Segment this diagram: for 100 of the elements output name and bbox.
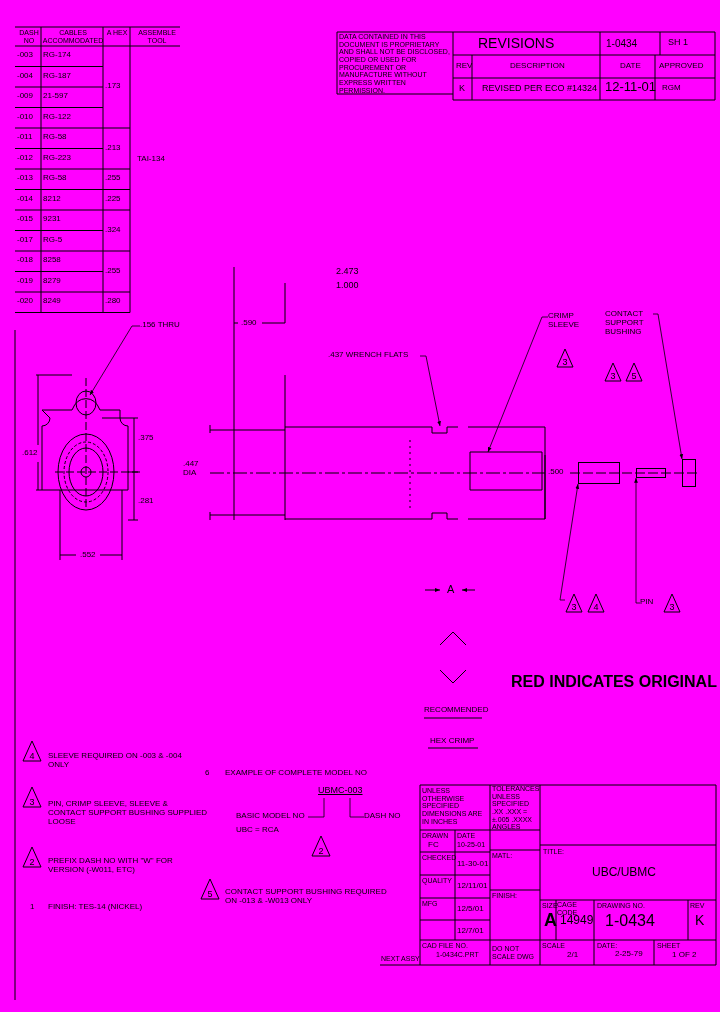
table-cell-text: .225 [105, 194, 122, 204]
table-cell-text: -003 [17, 51, 34, 60]
table-cell-text: -010 [17, 112, 34, 122]
callout-text: BASIC MODEL NO [236, 812, 308, 821]
note-text: RECOMMENDED [424, 706, 489, 715]
stamp-text: RED INDICATES ORIGINAL [511, 673, 717, 691]
table-cell-text: -020 [17, 297, 34, 306]
dimension-text: .500 [548, 468, 564, 477]
column-header: APPROVED [659, 62, 704, 71]
note-number: 1 [30, 903, 35, 912]
note-text: FINISH: TES-14 (NICKEL) [48, 903, 143, 912]
table-cell-text: -018 [17, 256, 34, 265]
note-flag: 3 [663, 593, 681, 613]
table-cell-text: 8249 [43, 297, 62, 306]
column-header: DATE [620, 62, 641, 71]
table-cell-text: -012 [17, 153, 34, 163]
callout-text: PIN [640, 598, 658, 607]
callout-text: .437 WRENCH FLATS [328, 351, 420, 360]
note-text: UBC = RCA [236, 826, 279, 835]
table-cell-text: 9231 [43, 215, 62, 224]
note-text: HEX CRIMP [430, 737, 475, 746]
dimension-text: .590 [241, 319, 257, 328]
dimension-text: 2.473 [336, 267, 359, 277]
table-cell-text: RG-5 [43, 235, 64, 245]
sleeve-drawing [578, 462, 620, 484]
tool-number: TAI-134 [137, 155, 165, 164]
table-cell-text: -017 [17, 235, 34, 245]
table-cell-text: .255 [105, 174, 122, 184]
field-value: 1-0434 [605, 912, 655, 930]
note-text: EXAMPLE OF COMPLETE MODEL NO [225, 769, 367, 778]
column-header: DESCRIPTION [510, 62, 565, 71]
dimension-text: .552 [80, 551, 96, 560]
table-cell-text: .173 [105, 82, 122, 91]
note-flag: 3 [565, 593, 583, 613]
callout-text: CONTACT SUPPORT BUSHING [605, 310, 653, 337]
note-flag: 2 [22, 846, 42, 868]
note-number: 6 [205, 769, 210, 778]
table-cell-text: .280 [105, 297, 122, 307]
pin-drawing [636, 468, 666, 478]
table-cell-text: 8212 [43, 194, 62, 204]
handwritten-date: 12/7/01 [457, 927, 484, 936]
callout-text: .156 THRU [140, 321, 186, 330]
field-value: K [695, 913, 705, 929]
table-cell-text: RG-58 [43, 133, 68, 142]
field-value: 2-25-79 [615, 950, 643, 959]
handwritten-date: 12/11/01 [457, 882, 488, 891]
table-cell-text: -015 [17, 215, 34, 224]
leader-line [349, 797, 365, 818]
table-cell-text: RG-223 [43, 153, 72, 163]
note-flag: 3 [556, 348, 574, 368]
table-cell-text: .213 [105, 143, 122, 153]
table-cell-text: RG-174 [43, 51, 72, 60]
sheet-number: SH 1 [668, 38, 688, 48]
revision-letter: K [459, 84, 465, 94]
field-value: FC [428, 841, 439, 850]
table-cell-text: 8279 [43, 276, 62, 286]
note-flag: 5 [625, 362, 643, 382]
dimension-text: .375 [138, 434, 154, 443]
note-flag: 3 [604, 362, 622, 382]
dimension-text: .612 [22, 449, 38, 458]
table-cell-text: RG-58 [43, 174, 68, 183]
model-number: UBMC-003 [318, 786, 364, 796]
table-cell-text: RG-187 [43, 71, 72, 81]
handwritten-initials: RGM [662, 84, 681, 93]
note-flag: 4 [22, 740, 42, 762]
bushing-drawing [682, 459, 696, 487]
field-value: 14949 [560, 914, 594, 928]
table-cell-text: -004 [17, 71, 34, 81]
table-cell-text: .324 [105, 225, 122, 235]
block-heading: REVISIONS [478, 36, 555, 52]
table-cell-text: -011 [17, 133, 34, 142]
table-cell-text: -019 [17, 276, 34, 286]
handwritten-date: 11-30-01 [457, 860, 489, 869]
revision-description: REVISED PER ECO #14324 [482, 84, 598, 94]
table-cell-text: -014 [17, 194, 34, 204]
handwritten-date: 12-11-01 [605, 80, 657, 95]
dimension-text: .281 [138, 497, 154, 506]
table-cell-text: -013 [17, 174, 34, 183]
note-flag: 3 [22, 786, 42, 808]
note-text: PIN, CRIMP SLEEVE, SLEEVE & CONTACT SUPPORT BUSHING SUPPLIED LOOSE [48, 800, 208, 827]
column-header: REV [456, 62, 473, 71]
dimension-text: 1.000 [336, 281, 359, 291]
section-label: A [447, 583, 455, 596]
table-cell-text: 21-597 [43, 92, 69, 101]
field-value: 1 OF 2 [672, 951, 697, 960]
note-text: SLEEVE REQUIRED ON -003 & -004 ONLY [48, 752, 183, 770]
drawing-title: UBC/UBMC [592, 866, 656, 880]
note-text: CONTACT SUPPORT BUSHING REQUIRED ON -013 & -W013 ONLY [225, 888, 388, 906]
note-flag: 5 [200, 878, 220, 900]
dimension-text: .447 DIA [183, 460, 200, 478]
note-flag: 4 [587, 593, 605, 613]
note-text: PREFIX DASH NO WITH "W" FOR VERSION (-W011, ETC) [48, 857, 174, 875]
callout-text: CRIMP SLEEVE [548, 312, 588, 330]
table-cell-text: .255 [105, 266, 122, 276]
field-value: A [544, 911, 557, 931]
leader-line [307, 797, 325, 818]
table-cell-text: -009 [17, 92, 34, 101]
field-value: 2/1 [567, 951, 579, 960]
table-cell-text: 8258 [43, 256, 62, 265]
handwritten-date: 12/5/01 [457, 905, 484, 914]
